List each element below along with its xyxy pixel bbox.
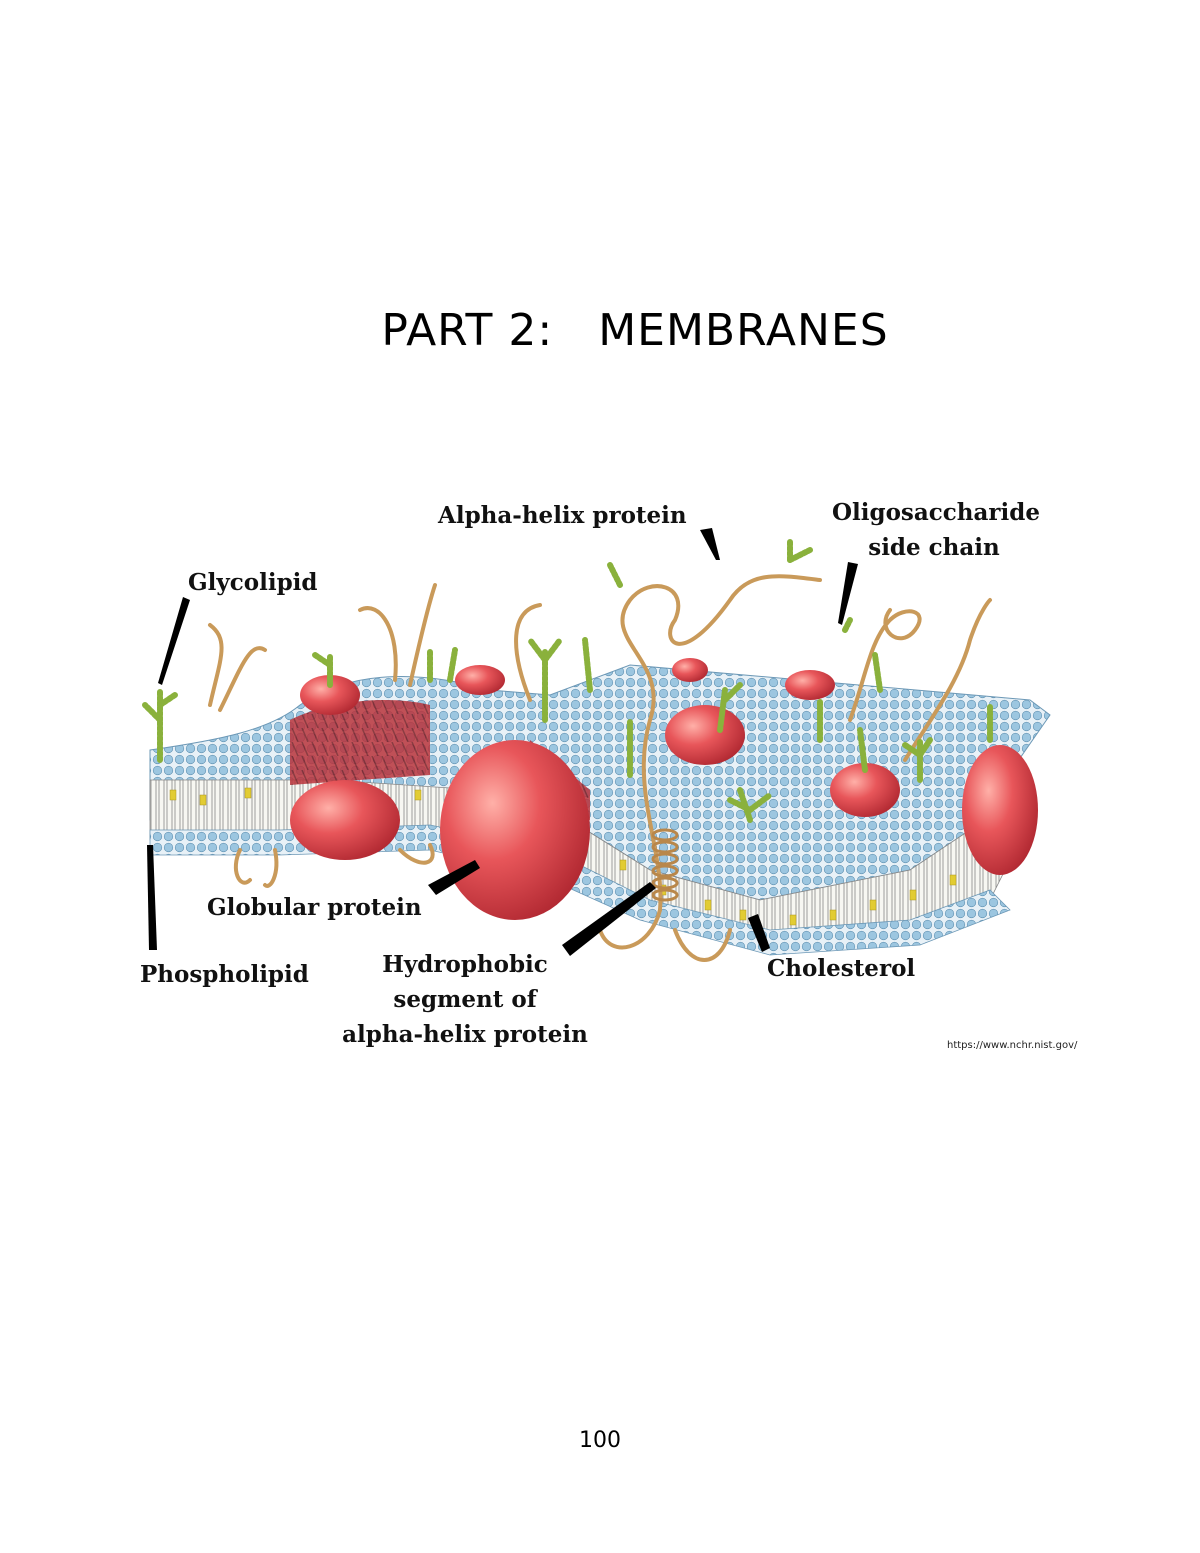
label-oligosaccharide-line1: Oligosaccharide <box>832 499 1040 526</box>
label-cholesterol: Cholesterol <box>767 955 916 982</box>
label-phospholipid: Phospholipid <box>140 961 309 988</box>
label-hydrophobic-line1: Hydrophobic <box>382 951 548 978</box>
label-hydrophobic-line2: segment of <box>393 986 537 1013</box>
label-glycolipid: Glycolipid <box>188 569 318 596</box>
label-oligosaccharide-side-chain: Oligosaccharide side chain <box>832 495 1040 565</box>
image-source: https://www.nchr.nist.gov/ <box>947 1040 1078 1051</box>
page-title: PART 2: MEMBRANES <box>381 305 889 356</box>
label-alpha-helix-protein: Alpha-helix protein <box>438 502 687 529</box>
label-hydrophobic-line3: alpha-helix protein <box>342 1021 588 1048</box>
cell-membrane-diagram: Alpha-helix protein Oligosaccharide side… <box>130 490 1100 1060</box>
label-oligosaccharide-line2: side chain <box>868 534 1000 561</box>
label-globular-protein: Globular protein <box>207 894 422 921</box>
label-hydrophobic-segment: Hydrophobic segment of alpha-helix prote… <box>340 947 590 1052</box>
membrane-illustration <box>142 528 1051 962</box>
page-number: 100 <box>579 1428 621 1453</box>
